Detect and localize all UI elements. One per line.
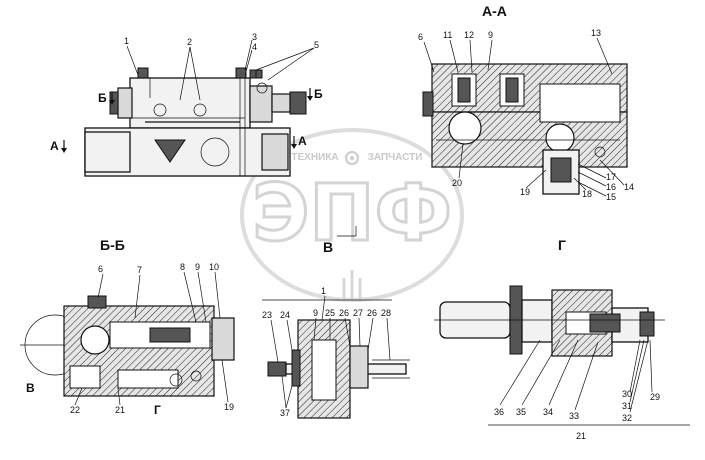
v-bolt-left xyxy=(267,361,287,377)
callout-aa-18: 18 xyxy=(582,189,592,199)
gear-icon xyxy=(345,151,359,165)
view-g: Г 36 35 34 33 30 31 32 29 21 xyxy=(434,237,690,441)
callout-aa-17: 17 xyxy=(606,172,616,182)
callout-bb-8: 8 xyxy=(180,262,185,272)
mark-b-right: Б xyxy=(314,87,323,101)
aa-left-plug xyxy=(422,91,434,117)
watermark-left-text: ТЕХНИКА xyxy=(291,152,338,163)
v-cap xyxy=(349,345,369,389)
callout-g-32: 32 xyxy=(622,413,632,423)
title-view-v: В xyxy=(323,239,333,255)
callout-bb-21: 21 xyxy=(115,405,125,415)
mark-a-left: А xyxy=(50,139,59,153)
callout-v-23: 23 xyxy=(262,310,272,320)
callout-v-9: 9 xyxy=(313,308,318,318)
callout-v-28: 28 xyxy=(381,308,391,318)
aa-ball-left xyxy=(448,111,482,145)
mark-b-left: Б xyxy=(98,91,107,105)
callout-main-4: 4 xyxy=(252,42,257,52)
main-lower-right xyxy=(261,133,289,171)
callout-bb-7: 7 xyxy=(137,265,142,275)
callout-g-31: 31 xyxy=(622,401,632,411)
g-neck xyxy=(521,299,553,343)
callout-main-2: 2 xyxy=(187,37,192,47)
callout-aa-16: 16 xyxy=(606,182,616,192)
callout-g-36: 36 xyxy=(494,407,504,417)
callout-bb-6: 6 xyxy=(98,264,103,274)
title-view-g: Г xyxy=(558,237,566,253)
callout-bb-22: 22 xyxy=(70,405,80,415)
mark-g: Г xyxy=(154,403,161,417)
title-section-bb: Б-Б xyxy=(100,237,125,253)
main-cone xyxy=(154,139,186,163)
callout-aa-9: 9 xyxy=(488,30,493,40)
callout-v-25: 25 xyxy=(325,308,335,318)
callout-g-35: 35 xyxy=(516,407,526,417)
watermark-logo: ЭПФ xyxy=(252,169,452,259)
watermark-right-text: ЗАПЧАСТИ xyxy=(368,152,423,163)
callout-main-1: 1 xyxy=(124,36,129,46)
title-section-aa: А-А xyxy=(482,3,507,19)
callout-g-21: 21 xyxy=(576,431,586,441)
callout-aa-15: 15 xyxy=(606,192,616,202)
callout-g-34: 34 xyxy=(543,407,553,417)
bb-right-end xyxy=(211,317,235,361)
callout-bb-19: 19 xyxy=(224,402,234,412)
callout-main-5: 5 xyxy=(314,40,319,50)
main-lower-left xyxy=(84,131,131,173)
mark-v: В xyxy=(26,381,35,395)
callout-bb-9: 9 xyxy=(195,262,200,272)
callout-aa-12: 12 xyxy=(464,30,474,40)
mark-a-right: А xyxy=(298,134,307,148)
view-v: В 1 23 24 9 25 26 27 26 28 37 xyxy=(262,226,410,419)
callout-aa-20: 20 xyxy=(452,178,462,188)
callout-aa-6: 6 xyxy=(418,32,423,42)
callout-aa-19: 19 xyxy=(520,187,530,197)
main-body-upper xyxy=(129,77,251,129)
main-left-bolt xyxy=(109,91,119,115)
callout-v-24: 24 xyxy=(280,310,290,320)
callout-v-37: 37 xyxy=(280,408,290,418)
main-right-end xyxy=(249,85,273,123)
callout-v-27: 27 xyxy=(353,308,363,318)
main-right-plug xyxy=(289,91,307,115)
callout-aa-11: 11 xyxy=(443,30,452,40)
callout-aa-13: 13 xyxy=(591,28,601,38)
callout-g-33: 33 xyxy=(569,411,579,421)
main-view: 1 2 3 4 5 Б Б А А xyxy=(50,32,323,177)
callout-v-26b: 26 xyxy=(367,308,377,318)
callout-bb-10: 10 xyxy=(209,262,219,272)
callout-g-29: 29 xyxy=(650,392,660,402)
section-bb: Б-Б 6 7 8 9 10 22 21 19 В Г xyxy=(20,237,235,417)
main-ball xyxy=(200,137,230,167)
callout-v-1: 1 xyxy=(321,286,326,296)
main-left-end xyxy=(117,87,133,119)
callout-g-30: 30 xyxy=(622,389,632,399)
callout-aa-14: 14 xyxy=(624,182,634,192)
wheat-icon xyxy=(342,270,362,300)
aa-ball-right xyxy=(545,123,575,153)
callout-main-3: 3 xyxy=(252,32,257,42)
callout-v-26a: 26 xyxy=(339,308,349,318)
main-right-cap xyxy=(271,93,291,113)
section-aa: А-А 6 11 12 9 13 20 19 18 17 xyxy=(418,3,634,202)
